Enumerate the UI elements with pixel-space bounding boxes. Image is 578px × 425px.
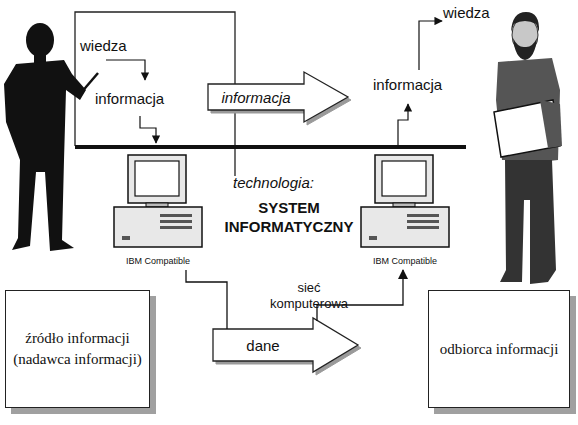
channel-line: [75, 145, 466, 149]
box-text: źródło informacji (nadawca informacji): [12, 328, 143, 370]
system-label: SYSTEM INFORMATYCZNY: [216, 198, 362, 236]
monitor-screen: [382, 161, 426, 196]
arrow-body: [208, 72, 348, 122]
drive-slot: [160, 214, 192, 217]
receiver-person: [494, 12, 562, 284]
power-button: [122, 236, 130, 240]
power-button: [369, 236, 377, 240]
data-arrow: dane: [213, 318, 358, 372]
drive-slot: [407, 226, 439, 229]
system-unit: [114, 207, 202, 247]
network-label: sieć komputerowa: [260, 280, 358, 312]
person-arm: [540, 100, 562, 148]
computer-terminal: IBM Compatible: [355, 152, 455, 270]
information-to-knowledge-arrow: [419, 21, 442, 70]
network-connector: [186, 270, 227, 329]
person-beard: [513, 38, 537, 60]
knowledge-label: wiedza: [80, 37, 127, 54]
person-hair: [511, 12, 539, 32]
person-head: [26, 23, 54, 57]
channel-to-information-arrow: [398, 104, 408, 145]
technology-label: technologia:: [233, 174, 314, 191]
information-arrow: informacja: [208, 72, 348, 122]
computer-label: IBM Compatible: [355, 256, 455, 266]
monitor-screen: [135, 161, 179, 196]
monitor-case: [375, 155, 433, 203]
drive-slot: [407, 214, 439, 217]
network-connector: [317, 270, 403, 321]
information-to-channel-arrow: [140, 116, 156, 143]
arrow-text: informacja: [208, 84, 304, 110]
drive-slot: [160, 226, 192, 229]
monitor-case: [128, 155, 186, 203]
arrow-body: [213, 318, 358, 372]
sender-box: źródło informacji (nadawca informacji): [5, 290, 150, 408]
computer-drawing: [108, 152, 208, 252]
knowledge-label: wiedza: [443, 4, 490, 21]
system-unit: [361, 207, 449, 247]
information-label: informacja: [373, 76, 442, 93]
computer-terminal: IBM Compatible: [108, 152, 208, 270]
person-trousers: [500, 160, 556, 284]
information-label: informacja: [95, 90, 164, 107]
arrow-text: dane: [213, 329, 313, 361]
box-text: odbiorca informacji: [440, 339, 559, 360]
computer-drawing: [355, 152, 455, 252]
arrow-outline: [213, 318, 366, 380]
drive-slot: [160, 220, 192, 223]
drive-slot: [407, 220, 439, 223]
computer-label: IBM Compatible: [108, 256, 208, 266]
receiver-box: odbiorca informacji: [428, 290, 570, 408]
person-body: [4, 60, 86, 251]
knowledge-to-information-arrow: [106, 60, 145, 80]
sender-person: [4, 23, 98, 251]
